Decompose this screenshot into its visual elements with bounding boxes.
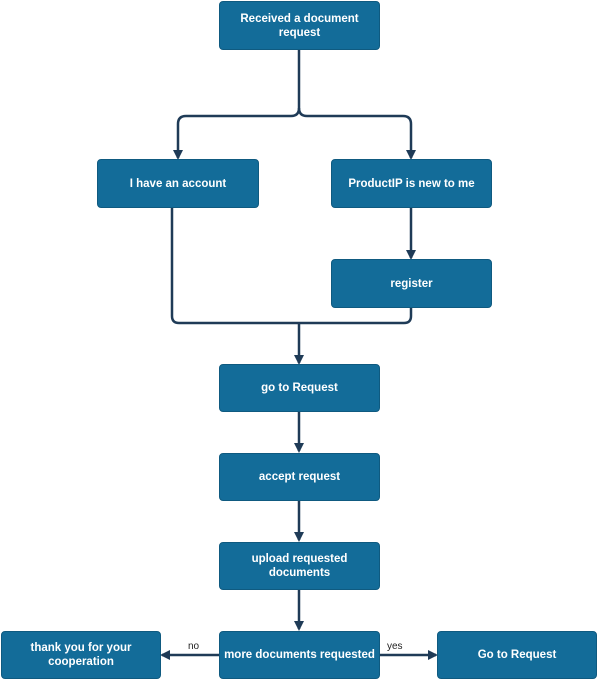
node-thank-you: thank you for your cooperation	[1, 631, 161, 679]
edge-register-merge	[299, 308, 413, 325]
node-accept-request: accept request	[219, 453, 380, 501]
node-go-to-request: go to Request	[219, 364, 380, 412]
edge-to-new-to-me	[297, 107, 416, 160]
node-received-request: Received a document request	[219, 1, 380, 50]
edge-to-have-account	[173, 107, 301, 160]
node-register: register	[331, 259, 492, 308]
edge-have-account-merge	[170, 208, 299, 325]
node-new-to-me: ProductIP is new to me	[331, 159, 492, 208]
node-have-account: I have an account	[97, 159, 259, 208]
edge-label-yes: yes	[387, 641, 403, 652]
node-more-documents: more documents requested	[219, 631, 380, 679]
node-upload-documents: upload requested documents	[219, 542, 380, 590]
node-go-to-request-final: Go to Request	[437, 631, 597, 679]
edge-label-no: no	[188, 641, 200, 652]
